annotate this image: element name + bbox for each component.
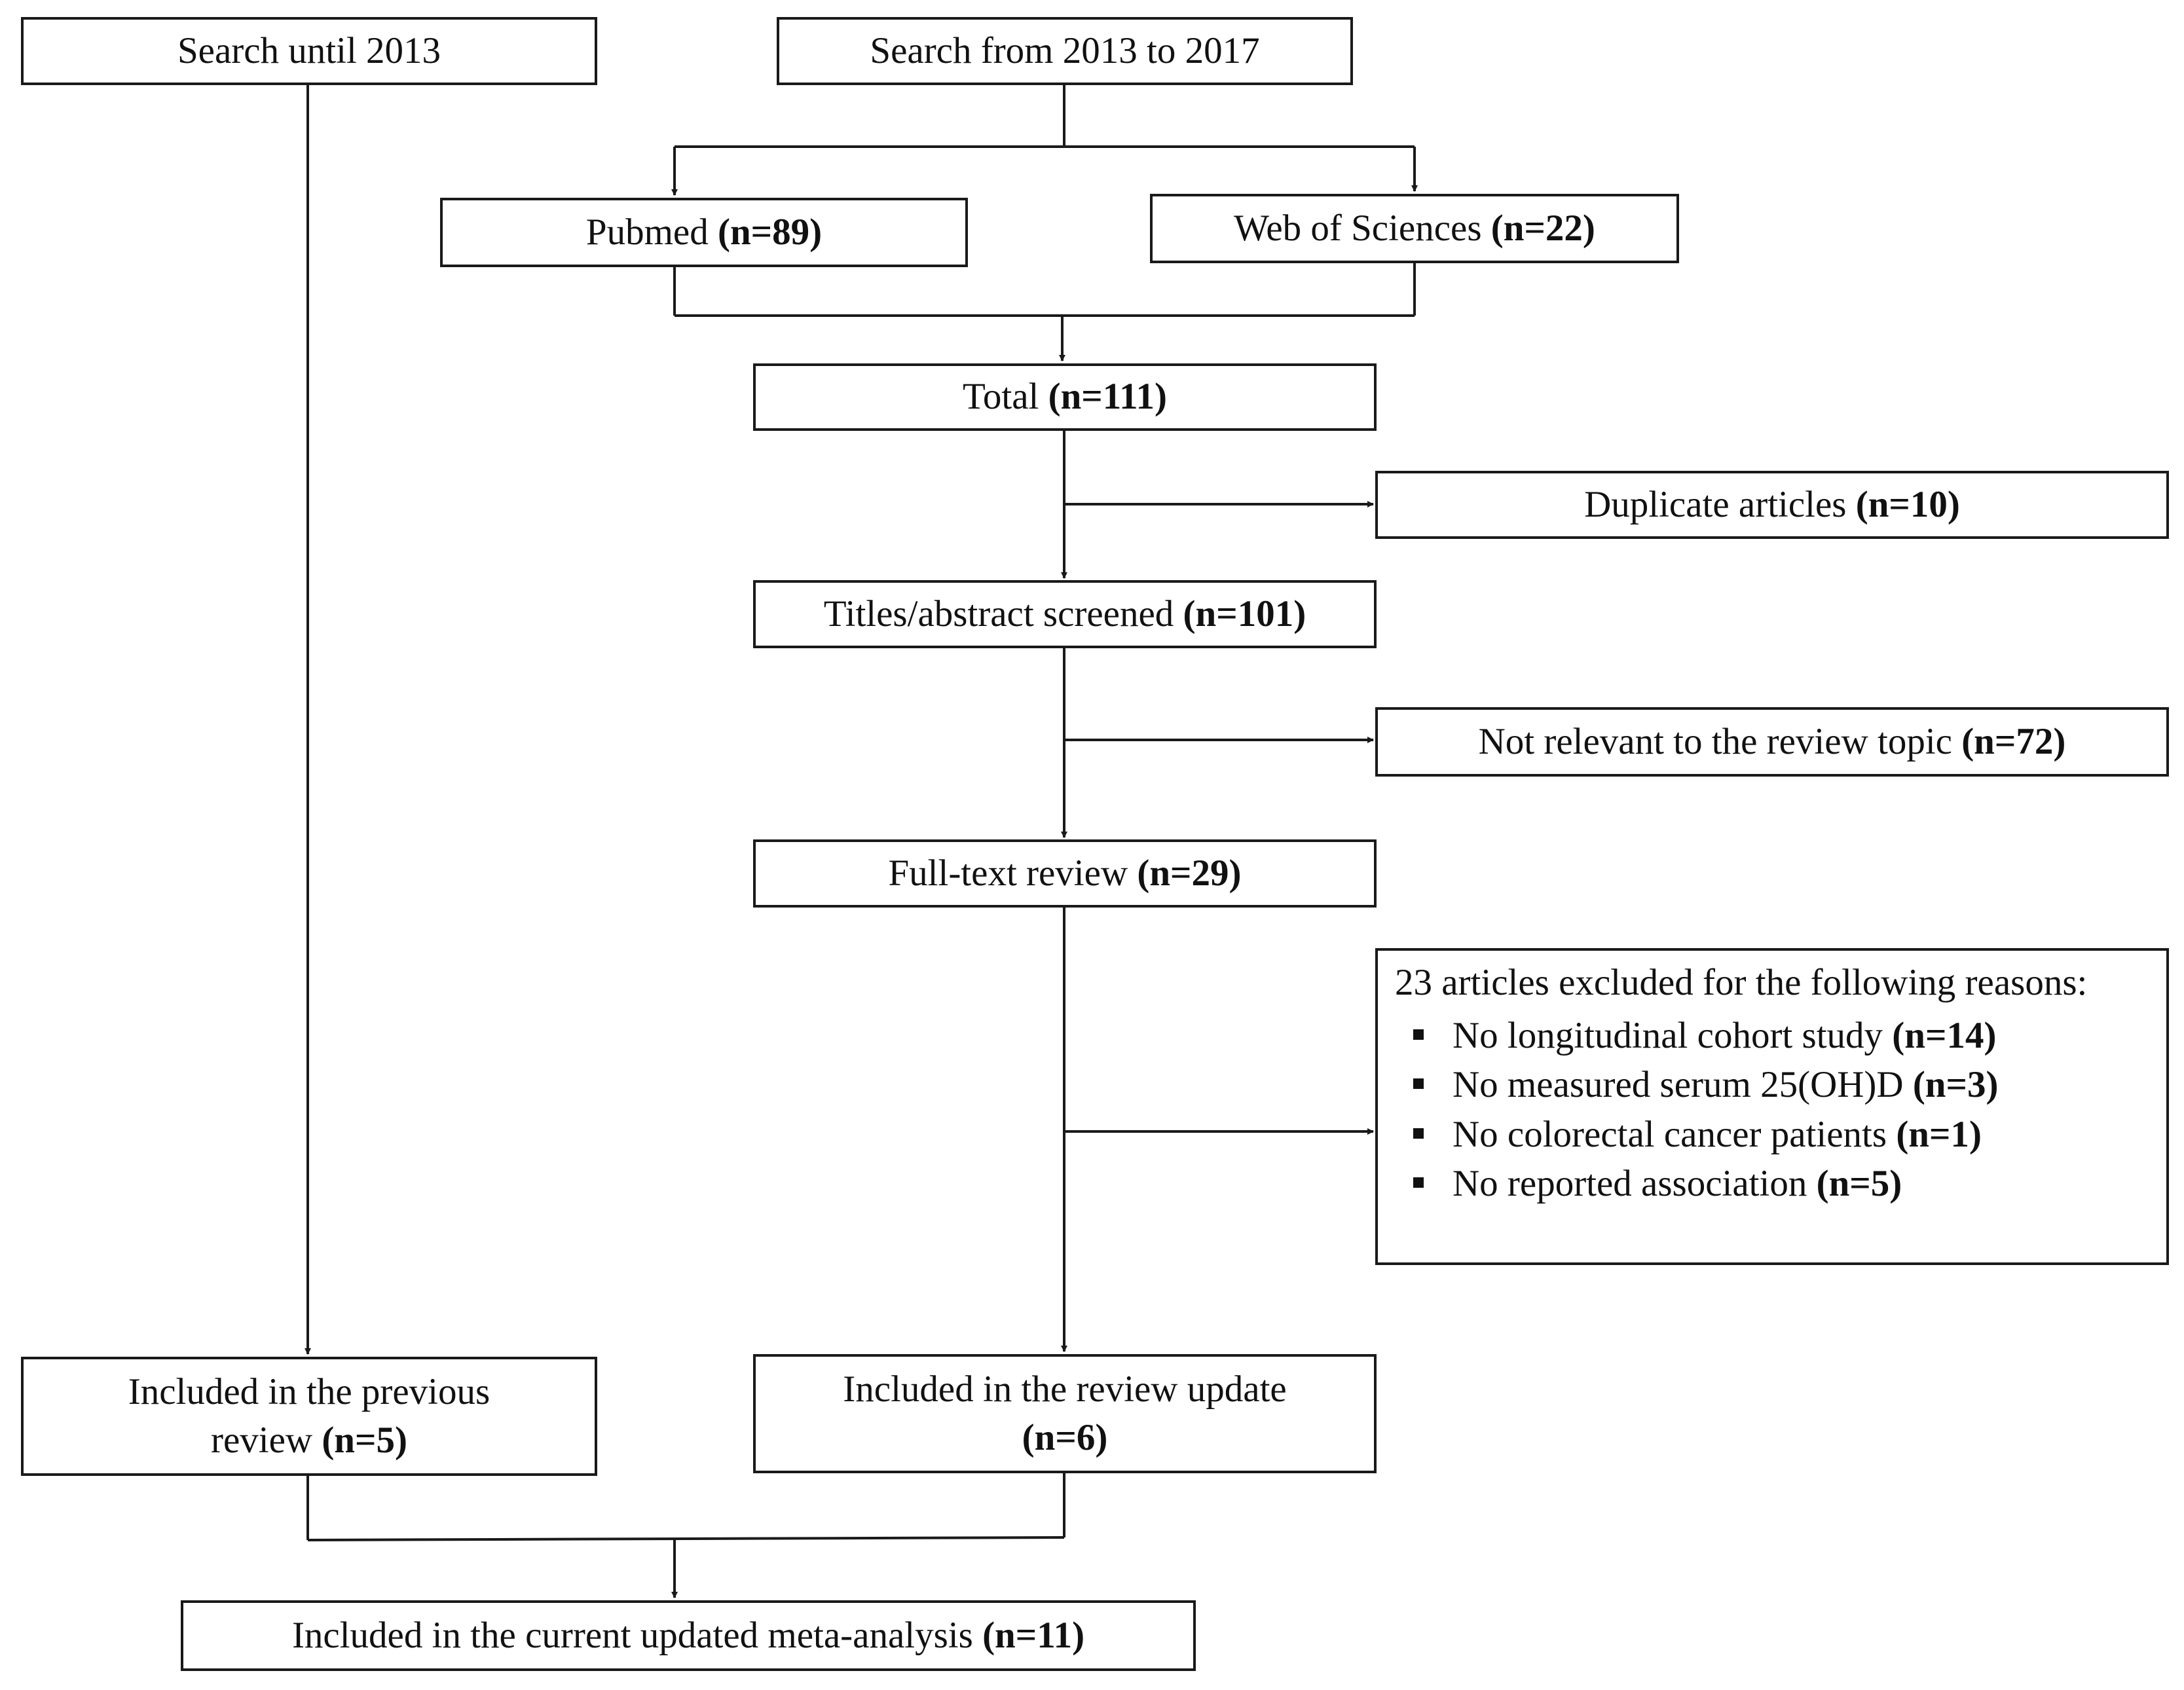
box-count: (n=11) <box>982 1614 1085 1656</box>
reason-label: No reported association <box>1453 1162 1807 1204</box>
box-not-relevant: Not relevant to the review topic (n=72) <box>1375 707 2169 777</box>
box-label: Pubmed <box>585 211 709 253</box>
box-search-until-2013: Search until 2013 <box>21 17 597 85</box>
list-item: No reported association (n=5) <box>1395 1159 2149 1208</box>
box-label: Included in the current updated meta-ana… <box>291 1614 973 1656</box>
list-item: No longitudinal cohort study (n=14) <box>1395 1011 2149 1060</box>
box-web-of-sciences: Web of Sciences (n=22) <box>1150 194 1679 263</box>
box-included-review-update: Included in the review update (n=6) <box>753 1354 1377 1473</box>
box-included-previous-review: Included in the previous review (n=5) <box>21 1357 597 1476</box>
reason-count: (n=14) <box>1892 1015 1997 1057</box>
box-duplicate-articles: Duplicate articles (n=10) <box>1375 471 2169 539</box>
reason-count: (n=3) <box>1912 1064 1999 1106</box>
box-label: Web of Sciences <box>1234 207 1482 249</box>
box-excluded-articles: 23 articles excluded for the following r… <box>1375 948 2169 1265</box>
box-label: Total <box>963 376 1039 418</box>
reason-label: No longitudinal cohort study <box>1453 1015 1883 1057</box>
box-label: Titles/abstract screened <box>823 593 1174 634</box>
box-count: (n=29) <box>1137 852 1242 894</box>
box-titles-abstract-screened: Titles/abstract screened (n=101) <box>753 580 1377 648</box>
box-included-meta-analysis: Included in the current updated meta-ana… <box>181 1600 1196 1671</box>
box-count: (n=5) <box>322 1420 407 1461</box>
box-total: Total (n=111) <box>753 363 1377 431</box>
box-label-line1: Included in the previous <box>128 1370 490 1412</box>
box-count: (n=6) <box>1022 1417 1108 1458</box>
box-count: (n=10) <box>1855 483 1960 525</box>
box-full-text-review: Full-text review (n=29) <box>753 839 1377 908</box>
box-count: (n=72) <box>1961 720 2066 762</box>
box-count: (n=22) <box>1490 207 1595 249</box>
square-bullet-icon <box>1413 1177 1424 1188</box>
box-label: Duplicate articles <box>1584 483 1847 525</box>
box-label: Included in the review update <box>843 1368 1287 1410</box>
square-bullet-icon <box>1413 1078 1424 1090</box>
reason-count: (n=5) <box>1816 1162 1902 1204</box>
box-count: (n=89) <box>717 211 823 253</box>
box-label: Full-text review <box>888 852 1128 894</box>
exclusion-reasons-list: No longitudinal cohort study (n=14) No m… <box>1395 1011 2149 1208</box>
box-search-2013-2017: Search from 2013 to 2017 <box>777 17 1353 85</box>
excluded-intro: 23 articles excluded for the following r… <box>1395 962 2088 1003</box>
box-count: (n=111) <box>1048 376 1167 418</box>
reason-count: (n=1) <box>1896 1113 1982 1155</box>
reason-label: No colorectal cancer patients <box>1453 1113 1887 1155</box>
box-label: Search until 2013 <box>177 29 441 71</box>
line-final-merge <box>307 1536 1065 1541</box>
box-pubmed: Pubmed (n=89) <box>440 198 968 267</box>
box-label-line2: review <box>210 1420 313 1461</box>
box-count: (n=101) <box>1183 593 1306 634</box>
square-bullet-icon <box>1413 1128 1424 1139</box>
list-item: No measured serum 25(OH)D (n=3) <box>1395 1060 2149 1109</box>
square-bullet-icon <box>1413 1029 1424 1040</box>
reason-label: No measured serum 25(OH)D <box>1453 1064 1904 1106</box>
list-item: No colorectal cancer patients (n=1) <box>1395 1110 2149 1159</box>
box-label: Search from 2013 to 2017 <box>870 29 1260 71</box>
box-label: Not relevant to the review topic <box>1478 720 1952 762</box>
